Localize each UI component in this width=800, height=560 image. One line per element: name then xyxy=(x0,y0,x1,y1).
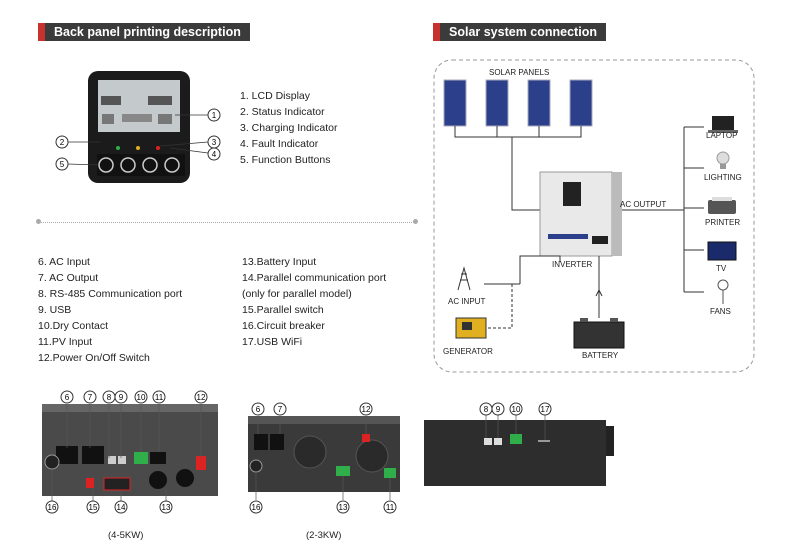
svg-text:6: 6 xyxy=(65,393,70,402)
laptop-label: LAPTOP xyxy=(706,131,738,140)
callout-16: 16 xyxy=(45,500,59,514)
fans-label: FANS xyxy=(710,307,731,316)
svg-text:7: 7 xyxy=(88,393,93,402)
callout-8: 8 xyxy=(102,390,116,404)
list-item: 15.Parallel switch xyxy=(242,304,324,316)
callout-6: 6 xyxy=(251,402,265,416)
svg-text:7: 7 xyxy=(278,405,283,414)
header-accent xyxy=(38,23,45,41)
svg-text:12: 12 xyxy=(362,405,371,414)
ac-input-icon xyxy=(457,266,471,291)
list-item: 8. RS-485 Communication port xyxy=(38,288,183,300)
svg-text:13: 13 xyxy=(339,503,348,512)
front-panel-figure xyxy=(67,71,209,183)
rear-list-right: 13.Battery Input 14.Parallel communicati… xyxy=(242,254,386,350)
svg-text:11: 11 xyxy=(155,393,164,402)
lighting-label: LIGHTING xyxy=(704,173,742,182)
callout-6: 6 xyxy=(60,390,74,404)
svg-text:13: 13 xyxy=(162,503,171,512)
svg-text:9: 9 xyxy=(119,393,124,402)
list-item: 11.PV Input xyxy=(38,336,93,348)
svg-text:10: 10 xyxy=(137,393,146,402)
laptop-icon xyxy=(708,116,738,133)
svg-text:15: 15 xyxy=(89,503,98,512)
svg-text:16: 16 xyxy=(252,503,261,512)
list-item: 10.Dry Contact xyxy=(38,320,109,332)
tv-icon xyxy=(707,241,737,261)
callout-11: 11 xyxy=(383,500,397,514)
back-panel-title: Back panel printing description xyxy=(45,23,250,41)
side-panel xyxy=(424,420,614,486)
list-item: 13.Battery Input xyxy=(242,256,317,268)
list-item: (only for parallel model) xyxy=(242,288,352,300)
ac-output-label: AC OUTPUT xyxy=(620,200,667,209)
solar-connection-header: Solar system connection xyxy=(433,23,606,41)
svg-text:11: 11 xyxy=(386,503,395,512)
callout-9: 9 xyxy=(491,402,505,416)
svg-text:16: 16 xyxy=(48,503,57,512)
list-item: 4. Fault Indicator xyxy=(240,138,319,150)
svg-text:8: 8 xyxy=(484,405,489,414)
front-panel-list: 1. LCD Display 2. Status Indicator 3. Ch… xyxy=(240,88,337,168)
solar-panel-icons xyxy=(443,79,593,127)
callout-15: 15 xyxy=(86,500,100,514)
generator-icon xyxy=(455,317,487,339)
list-item: 16.Circuit breaker xyxy=(242,320,325,332)
tv-label: TV xyxy=(716,264,727,273)
rear-panel-2-3kw xyxy=(248,416,400,492)
svg-text:14: 14 xyxy=(117,503,126,512)
list-item: 1. LCD Display xyxy=(240,90,311,102)
svg-text:6: 6 xyxy=(256,405,261,414)
callout-13: 13 xyxy=(336,500,350,514)
list-item: 17.USB WiFi xyxy=(242,336,303,348)
inverter-label: INVERTER xyxy=(552,260,593,269)
callout-10: 10 xyxy=(509,402,523,416)
callout-13: 13 xyxy=(159,500,173,514)
svg-text:12: 12 xyxy=(197,393,206,402)
callout-9: 9 xyxy=(114,390,128,404)
ac-input-label: AC INPUT xyxy=(448,297,486,306)
back-panel-header: Back panel printing description xyxy=(38,23,250,41)
solar-panels-label: SOLAR PANELS xyxy=(489,68,550,77)
list-item: 7. AC Output xyxy=(38,272,99,284)
svg-text:10: 10 xyxy=(512,405,521,414)
callout-7: 7 xyxy=(273,402,287,416)
caption-4-5kw: (4-5KW) xyxy=(108,530,144,541)
caption-2-3kw: (2-3KW) xyxy=(306,530,342,541)
printer-icon xyxy=(708,197,736,214)
battery-label: BATTERY xyxy=(582,351,619,360)
printer-label: PRINTER xyxy=(705,218,741,227)
list-item: 12.Power On/Off Switch xyxy=(38,352,150,364)
list-item: 3. Charging Indicator xyxy=(240,122,338,134)
svg-text:9: 9 xyxy=(496,405,501,414)
inverter-icon xyxy=(539,171,622,257)
lighting-icon xyxy=(716,151,730,169)
callout-11: 11 xyxy=(152,390,166,404)
svg-text:17: 17 xyxy=(541,405,550,414)
fan-icon xyxy=(717,279,729,304)
callout-12: 12 xyxy=(359,402,373,416)
list-item: 2. Status Indicator xyxy=(240,106,325,118)
header-accent xyxy=(433,23,440,41)
battery-icon xyxy=(573,318,625,349)
rear-list-left: 6. AC Input 7. AC Output 8. RS-485 Commu… xyxy=(38,254,182,366)
svg-text:8: 8 xyxy=(107,393,112,402)
callout-8: 8 xyxy=(479,402,493,416)
list-item: 5. Function Buttons xyxy=(240,154,331,166)
list-item: 6. AC Input xyxy=(38,256,90,268)
rear-panel-4-5kw xyxy=(42,404,218,496)
list-item: 9. USB xyxy=(38,304,72,316)
callout-14: 14 xyxy=(114,500,128,514)
callout-7: 7 xyxy=(83,390,97,404)
callout-16: 16 xyxy=(249,500,263,514)
solar-connection-title: Solar system connection xyxy=(440,23,606,41)
callout-10: 10 xyxy=(134,390,148,404)
section-divider xyxy=(36,219,418,224)
callout-17: 17 xyxy=(538,402,552,416)
generator-label: GENERATOR xyxy=(443,347,493,356)
callout-12: 12 xyxy=(194,390,208,404)
list-item: 14.Parallel communication port xyxy=(242,272,387,284)
